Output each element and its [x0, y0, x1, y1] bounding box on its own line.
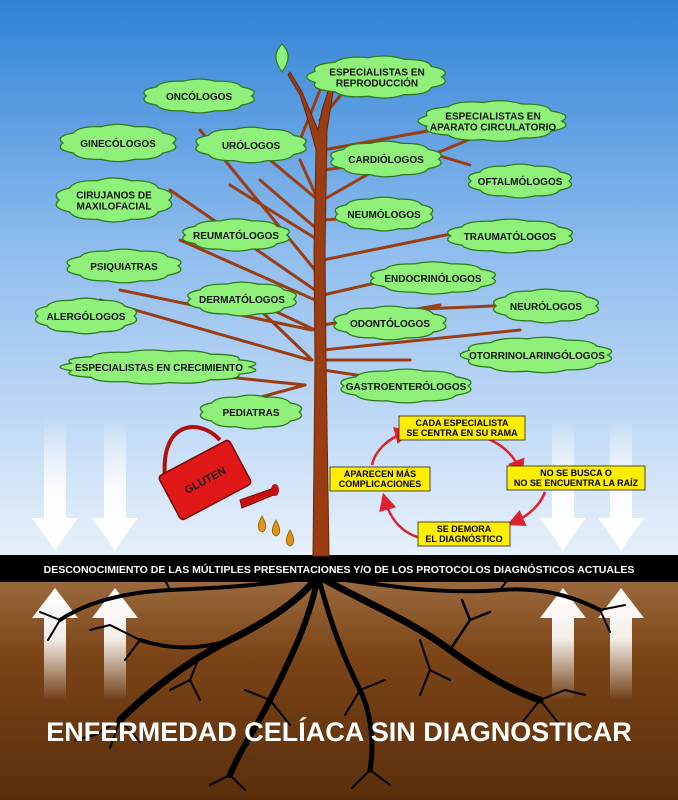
- leaf-crecimiento: ESPECIALISTAS EN CRECIMIENTO: [59, 349, 257, 385]
- leaf-cardiologos: CARDIÓLOGOS: [330, 140, 442, 178]
- leaf-cloud-shape: [59, 349, 257, 385]
- leaf-label: PSIQUIATRAS: [90, 262, 158, 273]
- leaf-label: TRAUMATÓLOGOS: [464, 230, 557, 243]
- leaf-urologos: URÓLOGOS: [195, 126, 307, 164]
- leaf-label: OFTALMÓLOGOS: [478, 175, 563, 188]
- arrow-up-icon: [540, 588, 586, 700]
- leaf-label: NEURÓLOGOS: [510, 300, 583, 313]
- leaf-pediatras: PEDIATRAS: [199, 394, 303, 430]
- pressure-arrows-up: [32, 588, 644, 700]
- arrow-down-icon: [92, 418, 138, 550]
- leaf-ginecologos: GINECÓLOGOS: [59, 123, 177, 163]
- leaf-neumologos: NEUMÓLOGOS: [334, 196, 434, 232]
- leaf-label: ODONTÓLOGOS: [350, 317, 430, 330]
- watering-can-icon: GLUTEN: [158, 425, 295, 547]
- cycle-step-bottom: [417, 521, 511, 547]
- leaf-cloud-shape: [340, 368, 472, 404]
- leaf-label: CARDIÓLOGOS: [348, 153, 424, 166]
- cycle-step-top-text: SE CENTRA EN SU RAMA: [406, 428, 518, 438]
- leaf-cloud-shape: [459, 336, 613, 374]
- sprout-leaf-icon: [275, 43, 289, 74]
- leaf-cloud-shape: [493, 288, 599, 324]
- cycle-step-right: [506, 465, 646, 491]
- gluten-drop-icon: [271, 519, 281, 537]
- arrow-down-icon: [32, 418, 78, 550]
- tree-roots: [39, 569, 626, 791]
- main-title: ENFERMEDAD CELÍACA SIN DIAGNOSTICAR: [46, 716, 632, 747]
- leaf-oncologos: ONCÓLOGOS: [143, 78, 255, 114]
- leaf-endocrinologos: ENDOCRINÓLOGOS: [370, 261, 496, 295]
- leaf-label: URÓLOGOS: [222, 139, 281, 152]
- leaf-label: REUMATÓLOGOS: [193, 229, 279, 242]
- cycle-step-bottom-text: SE DEMORA: [437, 524, 492, 534]
- leaf-label: ENDOCRINÓLOGOS: [384, 272, 482, 285]
- leaf-cloud-shape: [199, 394, 303, 430]
- leaf-dermatologos: DERMATÓLOGOS: [187, 281, 297, 317]
- leaf-label: CIRUJANOS DE: [76, 191, 152, 202]
- cycle-step-bottom-text: EL DIAGNÓSTICO: [425, 533, 502, 544]
- leaf-label: ONCÓLOGOS: [166, 90, 232, 103]
- leaf-cloud-shape: [306, 55, 446, 99]
- leaf-label: GASTROENTERÓLOGOS: [346, 380, 467, 393]
- cycle-step-left-text: APARECEN MÁS: [344, 469, 416, 479]
- cycle-step-right-text: NO SE ENCUENTRA LA RAÍZ: [514, 478, 639, 488]
- leaf-cloud-shape: [467, 163, 573, 199]
- cycle-step-top: [398, 415, 526, 441]
- leaf-cloud-shape: [330, 140, 442, 178]
- leaf-label: APARATO CIRCULATORIO: [430, 123, 557, 134]
- leaf-cloud-shape: [370, 261, 496, 295]
- specialist-leaves: ESPECIALISTAS ENREPRODUCCIÓNONCÓLOGOSESP…: [34, 55, 613, 430]
- gluten-drop-icon: [257, 515, 267, 533]
- leaf-odontologos: ODONTÓLOGOS: [333, 305, 447, 341]
- cycle-step-left: [329, 466, 431, 492]
- gluten-drop-icon: [285, 529, 295, 547]
- leaf-label: REPRODUCCIÓN: [336, 77, 418, 90]
- leaf-label: ESPECIALISTAS EN CRECIMIENTO: [75, 363, 243, 374]
- leaf-alergologos: ALERGÓLOGOS: [34, 297, 138, 335]
- knowledge-gap-band: [0, 555, 678, 582]
- arrow-up-icon: [92, 588, 138, 700]
- leaf-cloud-shape: [447, 218, 573, 254]
- knowledge-gap-text: DESCONOCIMIENTO DE LAS MÚLTIPLES PRESENT…: [44, 563, 635, 576]
- leaf-label: NEUMÓLOGOS: [347, 208, 421, 221]
- leaf-otorrino: OTORRINOLARINGÓLOGOS: [459, 336, 613, 374]
- leaf-cloud-shape: [55, 177, 173, 223]
- leaf-cloud-shape: [66, 248, 182, 284]
- tree-trunk: [287, 71, 335, 557]
- leaf-label: ESPECIALISTAS EN: [329, 68, 424, 79]
- cycle-step-right-text: NO SE BUSCA O: [540, 468, 612, 478]
- arrow-up-icon: [598, 588, 644, 700]
- leaf-label: ESPECIALISTAS EN: [445, 112, 540, 123]
- leaf-label: MAXILOFACIAL: [77, 202, 152, 213]
- diagnosis-cycle: CADA ESPECIALISTA SE CENTRA EN SU RAMA N…: [329, 415, 646, 547]
- cycle-step-top-text: CADA ESPECIALISTA: [415, 418, 509, 428]
- leaf-cloud-shape: [34, 297, 138, 335]
- leaf-gastro: GASTROENTERÓLOGOS: [340, 368, 472, 404]
- leaf-neurologos: NEURÓLOGOS: [493, 288, 599, 324]
- leaf-label: PEDIATRAS: [222, 408, 279, 419]
- leaf-label: ALERGÓLOGOS: [47, 310, 126, 323]
- leaf-cloud-shape: [187, 281, 297, 317]
- leaf-label: GINECÓLOGOS: [80, 137, 156, 150]
- leaf-cloud-shape: [182, 218, 290, 252]
- leaf-traumatologos: TRAUMATÓLOGOS: [447, 218, 573, 254]
- leaf-cloud-shape: [333, 305, 447, 341]
- leaf-cloud-shape: [143, 78, 255, 114]
- leaf-label: DERMATÓLOGOS: [199, 293, 285, 306]
- leaf-psiquiatras: PSIQUIATRAS: [66, 248, 182, 284]
- leaf-cloud-shape: [59, 123, 177, 163]
- leaf-cloud-shape: [195, 126, 307, 164]
- leaf-label: OTORRINOLARINGÓLOGOS: [469, 349, 605, 362]
- leaf-cloud-shape: [334, 196, 434, 232]
- cycle-step-left-text: COMPLICACIONES: [339, 479, 422, 489]
- leaf-cloud-shape: [417, 100, 567, 142]
- leaf-reumatologos: REUMATÓLOGOS: [182, 218, 290, 252]
- leaf-oftalmologos: OFTALMÓLOGOS: [467, 163, 573, 199]
